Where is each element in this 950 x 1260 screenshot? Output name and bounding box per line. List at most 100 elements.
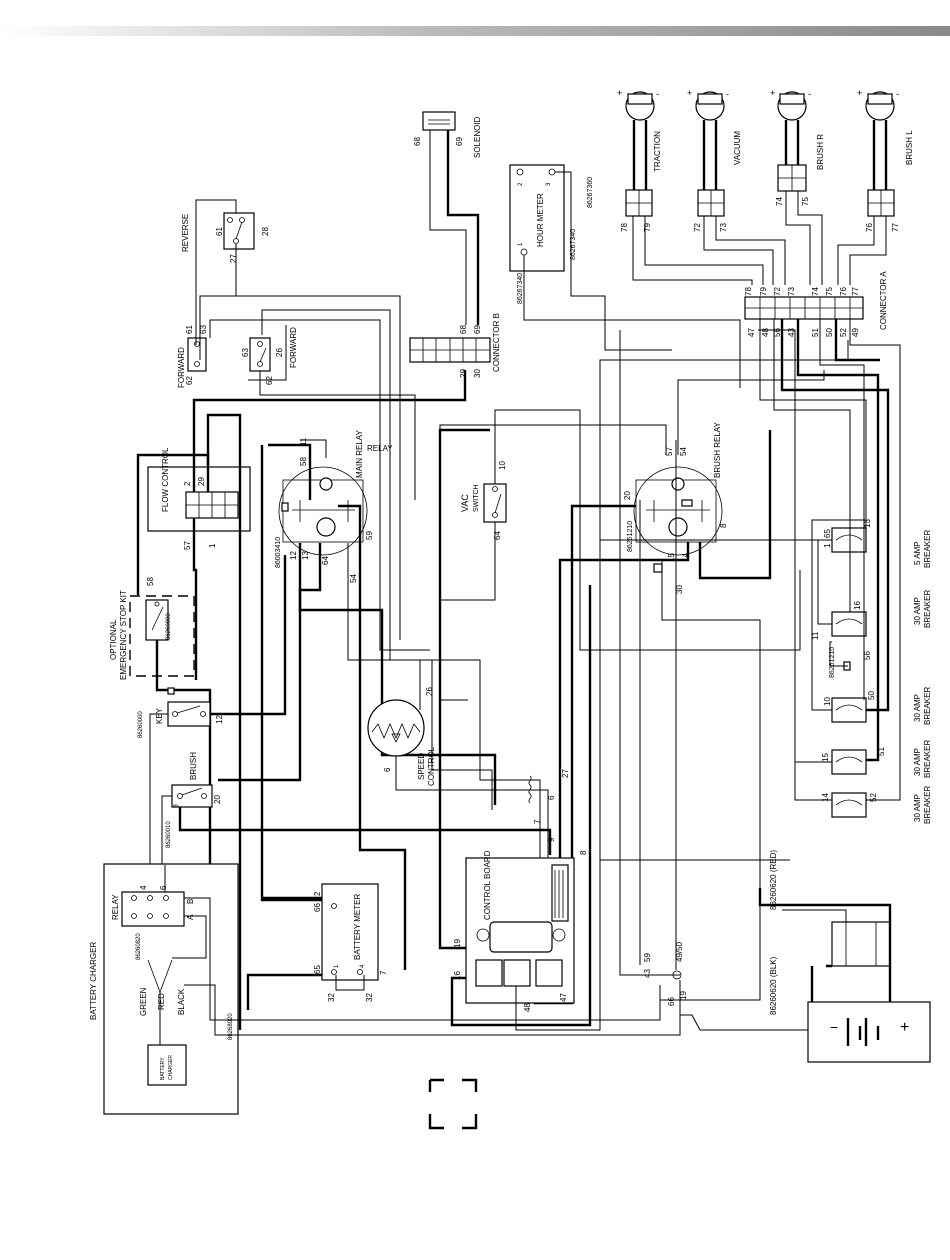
svg-text:16: 16 [453, 971, 462, 980]
svg-text:15: 15 [667, 553, 676, 562]
svg-text:50: 50 [825, 328, 834, 337]
svg-text:3: 3 [546, 182, 552, 186]
battery: − + 86260620 (RED) 86260620 (BLK) [758, 850, 931, 1063]
svg-text:RELAY: RELAY [367, 444, 393, 453]
svg-text:50: 50 [867, 691, 876, 700]
svg-text:86260620 (BLK): 86260620 (BLK) [769, 956, 778, 1015]
svg-text:10: 10 [823, 697, 832, 706]
svg-text:86260010: 86260010 [166, 821, 172, 848]
svg-text:77: 77 [891, 223, 900, 232]
breaker-30a-4: 14 52 30 AMP BREAKER [821, 786, 932, 824]
svg-text:47: 47 [747, 328, 756, 337]
flow-control-label: FLOW CONTROL [161, 447, 170, 512]
svg-text:B: B [186, 899, 195, 904]
brush-switch-label: BRUSH [189, 752, 198, 780]
forward1-label: FORWARD [177, 347, 186, 388]
svg-text:68: 68 [459, 325, 468, 334]
svg-text:52: 52 [839, 328, 848, 337]
svg-text:-: - [726, 89, 729, 99]
vac-switch-label: VAC [460, 494, 470, 512]
svg-text:57: 57 [183, 541, 192, 550]
forward2-label: FORWARD [289, 327, 298, 368]
svg-text:63: 63 [199, 325, 208, 334]
svg-text:28: 28 [261, 227, 270, 236]
svg-text:86267340: 86267340 [517, 273, 524, 304]
svg-text:11: 11 [299, 437, 308, 446]
svg-text:19: 19 [453, 939, 462, 948]
svg-text:86268020: 86268020 [228, 1013, 234, 1040]
svg-text:EMERGENCY STOP KIT: EMERGENCY STOP KIT [119, 590, 128, 680]
svg-text:A: A [186, 914, 195, 920]
svg-text:69: 69 [473, 325, 482, 334]
svg-text:86261210: 86261210 [627, 521, 634, 552]
brush-relay: BRUSH RELAY 86261210 57 54 20 15 14 8 30 [623, 421, 728, 594]
svg-text:73: 73 [787, 287, 796, 296]
battery-plus-symbol: + [900, 1019, 909, 1036]
svg-text:57: 57 [665, 447, 674, 456]
brush-switch: BRUSH 86260010 9 20 [166, 752, 222, 848]
svg-text:78: 78 [620, 223, 629, 232]
solenoid-label: SOLENOID [473, 116, 482, 158]
svg-text:74: 74 [811, 287, 820, 296]
motor-brush-r-label: BRUSH R [816, 134, 825, 170]
svg-text:8: 8 [579, 850, 588, 855]
svg-text:19: 19 [679, 991, 688, 1000]
connector-a-label: CONNECTOR A [879, 271, 888, 330]
battery-charger: BATTERY CHARGER RELAY 86260820 4 6 B A G… [89, 863, 239, 1115]
svg-text:64: 64 [493, 531, 502, 540]
svg-text:BREAKER: BREAKER [923, 687, 932, 725]
relay-label: RELAY [111, 894, 120, 920]
svg-text:1: 1 [823, 543, 832, 548]
svg-text:GREEN: GREEN [139, 987, 148, 1016]
forward-switch-2: 63 26 62 FORWARD [241, 327, 298, 385]
svg-text:6: 6 [159, 885, 168, 890]
svg-text:14: 14 [681, 553, 690, 562]
solenoid: 68 69 SOLENOID [413, 111, 482, 325]
svg-text:8: 8 [719, 523, 728, 528]
main-relay-label: MAIN RELAY [355, 429, 364, 478]
svg-text:79: 79 [759, 287, 768, 296]
svg-text:+: + [857, 88, 862, 98]
svg-text:56: 56 [773, 328, 782, 337]
svg-text:9: 9 [173, 804, 180, 808]
svg-text:30: 30 [675, 585, 684, 594]
svg-text:4: 4 [360, 964, 366, 968]
svg-text:66: 66 [313, 903, 322, 912]
svg-text:20: 20 [213, 795, 222, 804]
svg-text:27: 27 [561, 769, 570, 778]
forward-switch-1: 61 63 62 FORWARD [177, 325, 208, 388]
svg-text:77: 77 [851, 287, 860, 296]
control-board-label: CONTROL BOARD [483, 850, 492, 920]
svg-text:48: 48 [761, 328, 770, 337]
breaker-30a-4-label: 30 AMP [913, 794, 922, 822]
connector-b-label: CONNECTOR B [492, 313, 501, 372]
reverse-label: REVERSE [181, 214, 190, 252]
hour-meter: 1 2 3 HOUR METER 86267340 86267340 86267… [509, 164, 741, 388]
svg-text:−: − [830, 1019, 838, 1035]
svg-text:6: 6 [547, 795, 556, 800]
svg-text:-: - [808, 89, 811, 99]
key-label: KEY [155, 707, 164, 724]
breaker-30a-1: 16 11 56 30 AMP BREAKER [811, 590, 932, 660]
svg-text:65: 65 [313, 965, 322, 974]
svg-text:BREAKER: BREAKER [923, 590, 932, 628]
svg-text:58: 58 [299, 457, 308, 466]
svg-text:75: 75 [825, 287, 834, 296]
speed-control: SPEED CONTROL 6 26 [367, 687, 436, 786]
reverse-switch: 61 28 27 REVERSE [181, 212, 270, 263]
svg-text:6: 6 [383, 767, 392, 772]
emergency-stop-kit: 58 86260800 OPTIONAL EMERGENCY STOP KIT [109, 577, 195, 680]
svg-text:51: 51 [811, 328, 820, 337]
breaker-30a-2: 10 50 30 AMP BREAKER [823, 687, 932, 725]
svg-text:12: 12 [289, 551, 298, 560]
svg-text:2: 2 [518, 182, 524, 186]
svg-text:29: 29 [459, 369, 468, 378]
svg-text:56: 56 [863, 651, 872, 660]
svg-text:86267340: 86267340 [570, 229, 577, 260]
svg-text:86260620 (RED): 86260620 (RED) [769, 850, 778, 910]
svg-text:62: 62 [185, 376, 194, 385]
svg-text:12: 12 [215, 715, 224, 724]
svg-text:76: 76 [865, 223, 874, 232]
svg-text:69: 69 [455, 137, 464, 146]
